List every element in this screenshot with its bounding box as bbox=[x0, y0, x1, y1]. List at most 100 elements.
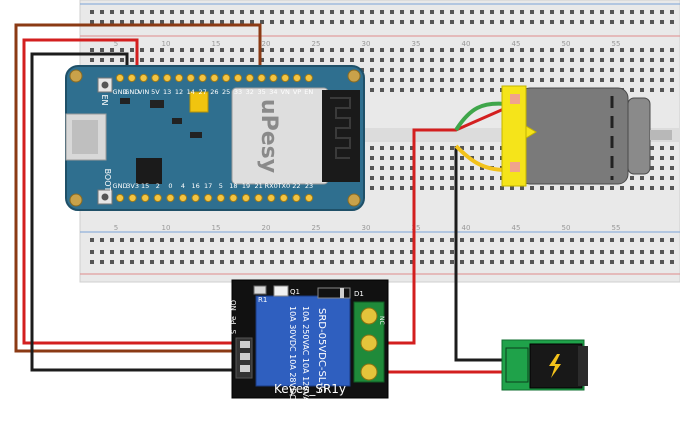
esp32-pin-33[interactable] bbox=[233, 73, 243, 83]
breadboard-hole bbox=[370, 186, 374, 190]
breadboard-hole bbox=[460, 156, 464, 160]
esp32-pin-label: 13 bbox=[163, 88, 171, 96]
breadboard-hole bbox=[480, 156, 484, 160]
breadboard-hole bbox=[430, 10, 434, 14]
breadboard-hole bbox=[530, 186, 534, 190]
breadboard-hole bbox=[170, 10, 174, 14]
esp32-pin-en[interactable] bbox=[304, 73, 313, 83]
breadboard-hole bbox=[200, 260, 204, 264]
breadboard-hole bbox=[650, 186, 654, 190]
esp32-pin-3v3[interactable] bbox=[128, 193, 137, 203]
esp32-pin-27[interactable] bbox=[198, 73, 207, 83]
esp32-pin-gnd[interactable] bbox=[115, 193, 125, 203]
wire-brown bbox=[14, 23, 262, 353]
column-number-top: 30 bbox=[362, 40, 371, 48]
breadboard-hole bbox=[600, 238, 604, 242]
breadboard-hole bbox=[330, 48, 334, 52]
breadboard-hole bbox=[280, 250, 284, 254]
esp32-pin-vin[interactable] bbox=[139, 73, 148, 83]
breadboard-hole bbox=[400, 48, 404, 52]
breadboard-hole bbox=[310, 10, 314, 14]
esp32-pin-tx0[interactable] bbox=[279, 193, 288, 203]
esp32-pin-vn[interactable] bbox=[281, 73, 290, 83]
terminal-screw-nc[interactable] bbox=[360, 307, 378, 325]
esp32-pin-26[interactable] bbox=[210, 73, 219, 83]
esp32-pin-21[interactable] bbox=[254, 193, 263, 203]
smd-component-1 bbox=[150, 100, 164, 108]
relay-module-title: Keyes_SR1y bbox=[274, 382, 346, 396]
breadboard-hole bbox=[370, 78, 374, 82]
esp32-pin-5[interactable] bbox=[216, 193, 225, 203]
breadboard-hole bbox=[670, 10, 674, 14]
breadboard-hole bbox=[290, 250, 294, 254]
esp32-pin-0[interactable] bbox=[166, 193, 175, 203]
breadboard-hole bbox=[650, 156, 654, 160]
breadboard-hole bbox=[480, 58, 484, 62]
breadboard-hole bbox=[640, 186, 644, 190]
breadboard-hole bbox=[660, 238, 664, 242]
esp32-pin-vp[interactable] bbox=[292, 73, 302, 83]
esp32-pin-2[interactable] bbox=[153, 193, 162, 203]
esp32-pin-23[interactable] bbox=[304, 193, 314, 203]
breadboard-hole bbox=[630, 260, 634, 264]
breadboard-hole bbox=[330, 58, 334, 62]
breadboard-hole bbox=[440, 88, 444, 92]
terminal-screw-no[interactable] bbox=[360, 363, 378, 381]
esp32-pin-19[interactable] bbox=[241, 193, 251, 203]
breadboard-hole bbox=[410, 20, 414, 24]
esp32-pin-5v[interactable] bbox=[151, 73, 160, 83]
label-d1: D1 bbox=[354, 290, 364, 298]
dc-motor bbox=[501, 85, 672, 187]
esp32-pin-4[interactable] bbox=[178, 193, 188, 203]
esp32-pin-34[interactable] bbox=[269, 73, 278, 83]
breadboard-hole bbox=[290, 48, 294, 52]
esp32-pin-25[interactable] bbox=[222, 73, 231, 83]
esp32-pin-rx0[interactable] bbox=[267, 193, 276, 203]
breadboard-hole bbox=[570, 10, 574, 14]
breadboard-hole bbox=[390, 58, 394, 62]
breadboard-hole bbox=[370, 48, 374, 52]
breadboard-hole bbox=[570, 68, 574, 72]
relay-cube bbox=[255, 295, 351, 387]
esp32-pin-16[interactable] bbox=[191, 193, 200, 203]
esp32-pin-15[interactable] bbox=[141, 193, 150, 203]
esp32-pin-35[interactable] bbox=[257, 73, 266, 83]
esp32-pin-gnd[interactable] bbox=[115, 73, 125, 83]
relay-header-pin-3[interactable] bbox=[240, 365, 250, 372]
breadboard-hole bbox=[660, 146, 664, 150]
esp32-pin-12[interactable] bbox=[174, 73, 184, 83]
terminal-screw-com[interactable] bbox=[360, 334, 378, 352]
breadboard-hole bbox=[630, 88, 634, 92]
breadboard-hole bbox=[630, 238, 634, 242]
breadboard-hole bbox=[590, 48, 594, 52]
breadboard-hole bbox=[250, 238, 254, 242]
esp32-pin-22[interactable] bbox=[292, 193, 301, 203]
breadboard-hole bbox=[210, 250, 214, 254]
breadboard-hole bbox=[650, 10, 654, 14]
breadboard-hole bbox=[480, 186, 484, 190]
esp32-pin-gnd[interactable] bbox=[127, 73, 136, 83]
relay-header-pin-1[interactable] bbox=[240, 341, 250, 348]
esp32-pin-17[interactable] bbox=[204, 193, 213, 203]
breadboard-hole bbox=[390, 238, 394, 242]
wire-yellow-motor-lead bbox=[454, 144, 507, 172]
breadboard-hole bbox=[280, 238, 284, 242]
breadboard-hole bbox=[650, 48, 654, 52]
breadboard-hole bbox=[470, 88, 474, 92]
breadboard-hole bbox=[480, 20, 484, 24]
breadboard-hole bbox=[280, 48, 284, 52]
esp32-pin-13[interactable] bbox=[163, 73, 172, 83]
breadboard-hole bbox=[520, 10, 524, 14]
esp32-pin-14[interactable] bbox=[186, 73, 195, 83]
breadboard-hole bbox=[170, 250, 174, 254]
esp32-pin-32[interactable] bbox=[245, 73, 254, 83]
breadboard-hole bbox=[200, 250, 204, 254]
relay-header-pin-2[interactable] bbox=[240, 353, 250, 360]
breadboard-hole bbox=[660, 260, 664, 264]
breadboard-hole bbox=[340, 20, 344, 24]
esp32-pin-18[interactable] bbox=[229, 193, 238, 203]
breadboard-hole bbox=[490, 238, 494, 242]
breadboard-hole bbox=[490, 250, 494, 254]
breadboard-hole bbox=[380, 166, 384, 170]
